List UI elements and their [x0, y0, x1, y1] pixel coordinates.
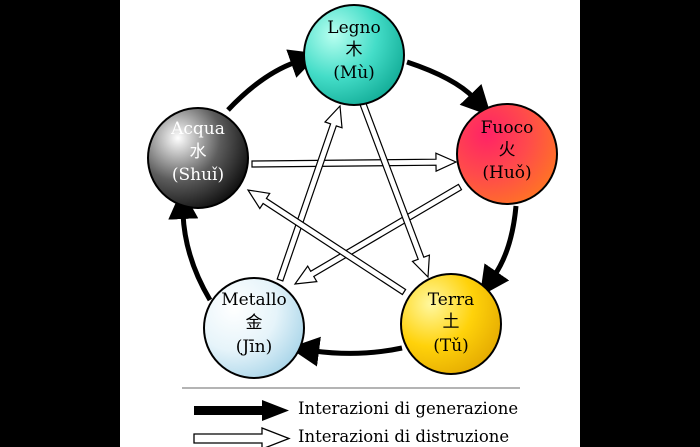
element-name: Acqua: [170, 119, 225, 139]
gen-arrow-metal-water: [168, 189, 213, 302]
element-circle: [456, 103, 558, 205]
element-name: Fuoco: [481, 118, 534, 138]
destruction-star: [246, 102, 463, 296]
legend-destruction-arrow: [193, 427, 291, 447]
element-wood: Legno 木 (Mù): [303, 4, 405, 106]
element-name: Metallo: [221, 290, 287, 310]
element-circle: [303, 4, 405, 106]
element-char: 土: [443, 312, 460, 332]
legend: Interazioni di generazione Interazioni d…: [182, 387, 520, 447]
element-char: 金: [246, 313, 263, 333]
generation-cycle: [168, 49, 519, 367]
element-pinyin: (Tǔ): [433, 336, 469, 356]
legend-generation-arrow: [194, 400, 289, 421]
legend-generation-label: Interazioni di generazione: [298, 399, 518, 418]
element-pinyin: (Jīn): [236, 337, 272, 357]
element-fire: Fuoco 火 (Huǒ): [456, 103, 558, 205]
gen-arrow-water-wood: [226, 49, 320, 112]
element-char: 木: [346, 40, 363, 60]
legend-item-generation: Interazioni di generazione: [194, 399, 518, 421]
element-circle: [203, 277, 305, 379]
gen-arrow-fire-earth: [479, 205, 519, 297]
element-char: 火: [499, 140, 516, 160]
element-circle: [147, 107, 249, 209]
element-pinyin: (Huǒ): [482, 163, 531, 183]
element-pinyin: (Mù): [333, 63, 375, 83]
element-name: Terra: [428, 290, 474, 310]
element-pinyin: (Shuǐ): [172, 165, 224, 185]
element-metal: Metallo 金 (Jīn): [203, 277, 305, 379]
element-name: Legno: [327, 18, 380, 38]
dest-arrow-fire-metal: [293, 183, 463, 285]
element-earth: Terra 土 (Tǔ): [400, 273, 502, 375]
gen-arrow-earth-metal: [289, 336, 403, 367]
dest-arrow-earth-water: [246, 189, 407, 296]
dest-arrow-wood-earth: [359, 102, 431, 279]
element-circle: [400, 273, 502, 375]
element-char: 水: [190, 142, 207, 162]
dest-arrow-metal-wood: [276, 104, 343, 282]
element-water: Acqua 水 (Shuǐ): [147, 107, 249, 209]
legend-item-destruction: Interazioni di distruzione: [193, 427, 509, 447]
dest-arrow-water-fire: [251, 152, 458, 173]
gen-arrow-wood-fire: [406, 59, 492, 117]
legend-destruction-label: Interazioni di distruzione: [298, 427, 509, 446]
element-nodes: Legno 木 (Mù) Fuoco 火 (Huǒ) Terra 土 (Tǔ) …: [147, 4, 558, 379]
